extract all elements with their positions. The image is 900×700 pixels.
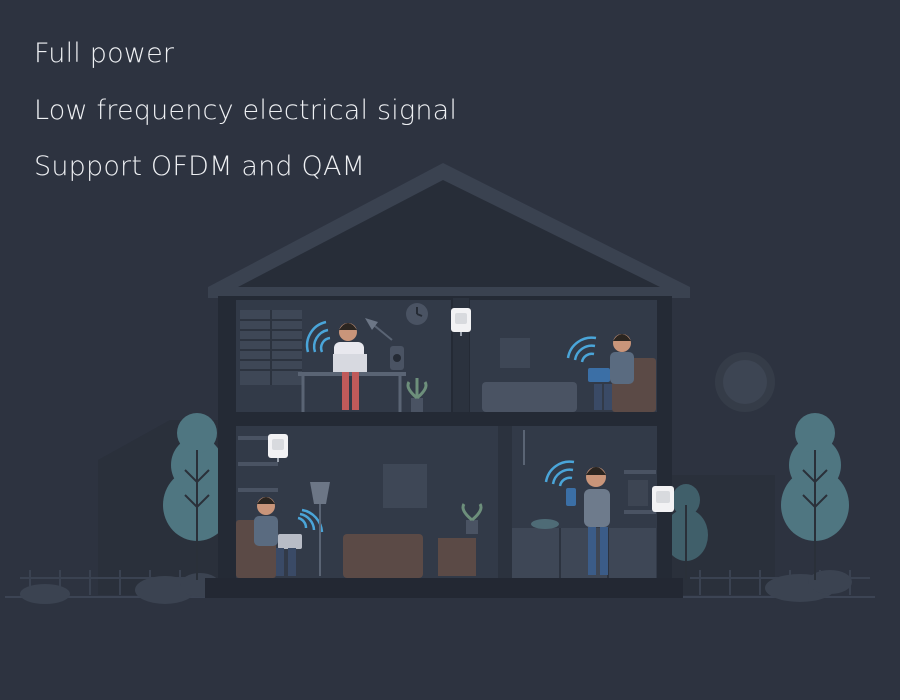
attic <box>238 180 660 287</box>
tree-small <box>664 484 708 580</box>
feature-item: Full power <box>34 38 175 69</box>
powerline-adapter-icon <box>652 486 674 512</box>
desk-lamp <box>365 318 393 341</box>
feature-item: Support OFDM and QAM <box>34 151 366 182</box>
wall-frame <box>500 338 530 368</box>
sofa <box>343 534 423 578</box>
feature-item: Low frequency electrical signal <box>34 94 458 126</box>
speaker-icon <box>390 346 404 370</box>
plant-icon <box>406 378 428 412</box>
plant-icon <box>461 503 483 534</box>
bushes <box>20 570 852 604</box>
bookshelf <box>238 436 278 492</box>
person-kitchen <box>566 467 610 575</box>
person-bedroom <box>588 334 634 410</box>
bowl <box>531 519 559 529</box>
house-base <box>205 578 683 598</box>
shelf <box>624 510 656 514</box>
floor-lamp <box>310 482 330 576</box>
wifi-icon <box>305 320 331 353</box>
person-office <box>333 323 367 410</box>
clock-icon <box>406 303 428 325</box>
wifi-icon <box>297 508 324 533</box>
powerline-adapter-icon <box>451 308 471 336</box>
side-table <box>438 538 476 576</box>
divider-wall <box>498 426 512 578</box>
feature-list: Full power Low frequency electrical sign… <box>34 26 457 196</box>
person-living <box>254 497 302 576</box>
wifi-icon <box>566 336 597 363</box>
wifi-icon <box>544 460 575 487</box>
shelf <box>624 470 656 474</box>
wall-picture <box>383 464 427 508</box>
bed <box>482 382 577 412</box>
tree-right <box>781 413 849 580</box>
kitchen-counter <box>512 528 656 578</box>
powerline-adapter-icon <box>268 434 288 462</box>
tree-left <box>163 413 231 580</box>
sun-icon <box>715 352 775 412</box>
wall-frame <box>628 480 648 506</box>
